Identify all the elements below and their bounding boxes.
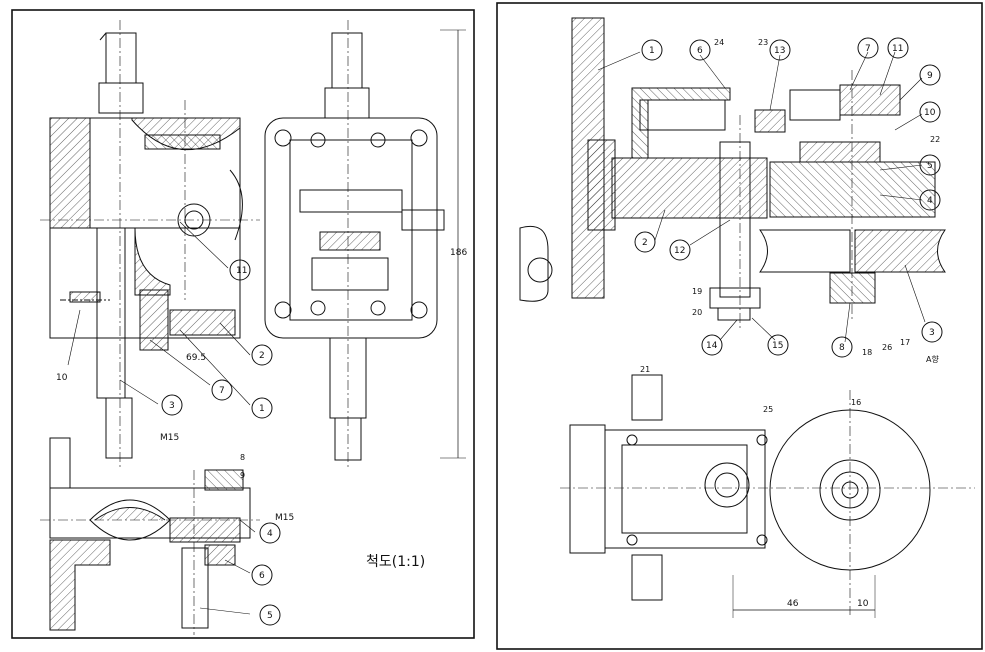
left-balloons [161, 259, 281, 626]
r-balloon-6: 6 [697, 46, 703, 56]
r-balloon-7: 7 [865, 44, 871, 54]
dim-10: 10 [857, 599, 869, 609]
thread-m15-a: M15 [160, 433, 179, 443]
section-view-a [519, 17, 946, 330]
right-sheet-frame [496, 2, 983, 650]
thread-m15-b: M15 [275, 513, 294, 523]
right-balloons [634, 37, 943, 358]
label-26: 26 [882, 343, 892, 352]
label-22a: 22 [930, 135, 940, 144]
r-balloon-5: 5 [927, 161, 933, 171]
r-balloon-8: 8 [839, 343, 845, 353]
r-balloon-11: 11 [892, 44, 903, 54]
plan-view [40, 437, 260, 635]
balloon-11: 11 [236, 266, 247, 276]
balloon-5: 5 [267, 611, 273, 621]
label-25: 25 [763, 405, 773, 414]
balloon-4: 4 [267, 529, 273, 539]
front-section-view [40, 20, 260, 470]
balloon-7: 7 [219, 386, 225, 396]
side-view [264, 20, 466, 470]
r-balloon-2: 2 [642, 238, 648, 248]
label-23: 23 [758, 38, 768, 47]
r-balloon-3: 3 [929, 328, 935, 338]
label-18: 18 [862, 348, 872, 357]
right-labels: 1 6 13 7 11 9 10 5 4 2 12 14 15 8 3 24 2… [640, 38, 940, 609]
label-20: 20 [692, 308, 702, 317]
balloon-1: 1 [259, 404, 265, 414]
r-balloon-10: 10 [924, 108, 936, 118]
r-balloon-15: 15 [772, 341, 783, 351]
left-sheet [11, 9, 475, 639]
balloon-3: 3 [169, 401, 175, 411]
dim-69-5: 69.5 [186, 353, 206, 363]
scale-label: 척도(1:1) [366, 554, 425, 570]
dim-46: 46 [787, 599, 799, 609]
label-9: 9 [240, 471, 245, 480]
r-balloon-4: 4 [927, 196, 933, 206]
label-21: 21 [640, 365, 650, 374]
balloon-2: 2 [259, 351, 265, 361]
left-leaders [67, 221, 256, 615]
r-balloon-14: 14 [706, 341, 718, 351]
left-sheet-frame [11, 9, 475, 639]
label-24: 24 [714, 38, 724, 47]
plan-view-right [560, 374, 975, 618]
r-balloon-9: 9 [927, 71, 933, 81]
left-labels: 11 2 1 7 3 10 4 6 5 8 9 186 69.5 M15 M15… [56, 248, 467, 621]
view-label-a: A향 [926, 355, 939, 364]
label-17: 17 [900, 338, 910, 347]
right-sheet [496, 2, 983, 650]
r-balloon-13: 13 [774, 46, 785, 56]
label-19: 19 [692, 287, 702, 296]
label-16: 16 [851, 398, 861, 407]
balloon-6: 6 [259, 571, 265, 581]
right-leaders [597, 51, 926, 343]
r-balloon-1: 1 [649, 46, 655, 56]
label-8: 8 [240, 453, 245, 462]
r-balloon-12: 12 [674, 246, 685, 256]
balloon-10: 10 [56, 373, 68, 383]
dim-186: 186 [450, 248, 467, 258]
